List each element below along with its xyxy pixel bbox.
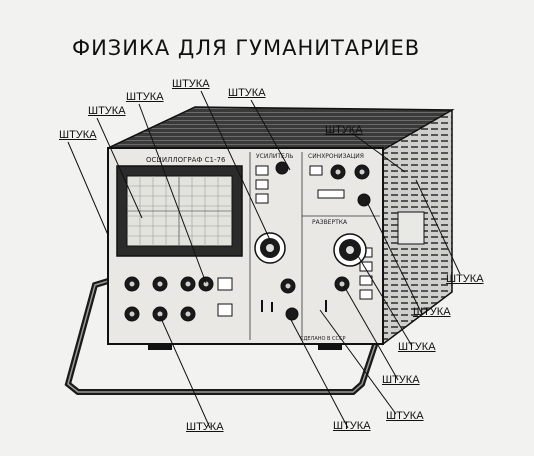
part-label-13: ШТУКА (186, 421, 224, 433)
page-title: ФИЗИКА ДЛЯ ГУМАНИТАРИЕВ (72, 36, 421, 60)
part-label-5: ШТУКА (59, 129, 97, 141)
part-label-9: ШТУКА (398, 341, 436, 353)
part-label-3: ШТУКА (126, 91, 164, 103)
part-label-12: ШТУКА (333, 420, 371, 432)
knob-sweep (333, 233, 367, 267)
knob-volts-div (254, 232, 286, 264)
part-label-2: ШТУКА (228, 87, 266, 99)
amplifier-label: УСИЛИТЕЛЬ (256, 153, 293, 160)
part-label-10: ШТУКА (382, 374, 420, 386)
made-in-label: СДЕЛАНО В СССР (300, 336, 346, 342)
leader-lines (67, 90, 461, 429)
part-label-1: ШТУКА (172, 78, 210, 90)
part-label-11: ШТУКА (386, 410, 424, 422)
part-label-6: ШТУКА (325, 124, 363, 136)
model-label: ОСЦИЛЛОГРАФ С1-76 (146, 156, 226, 164)
sync-label: СИНХРОНИЗАЦИЯ (308, 153, 364, 160)
part-label-7: ШТУКА (446, 273, 484, 285)
part-label-8: ШТУКА (413, 306, 451, 318)
part-label-4: ШТУКА (88, 105, 126, 117)
sweep-label: РАЗВЕРТКА (312, 219, 348, 226)
